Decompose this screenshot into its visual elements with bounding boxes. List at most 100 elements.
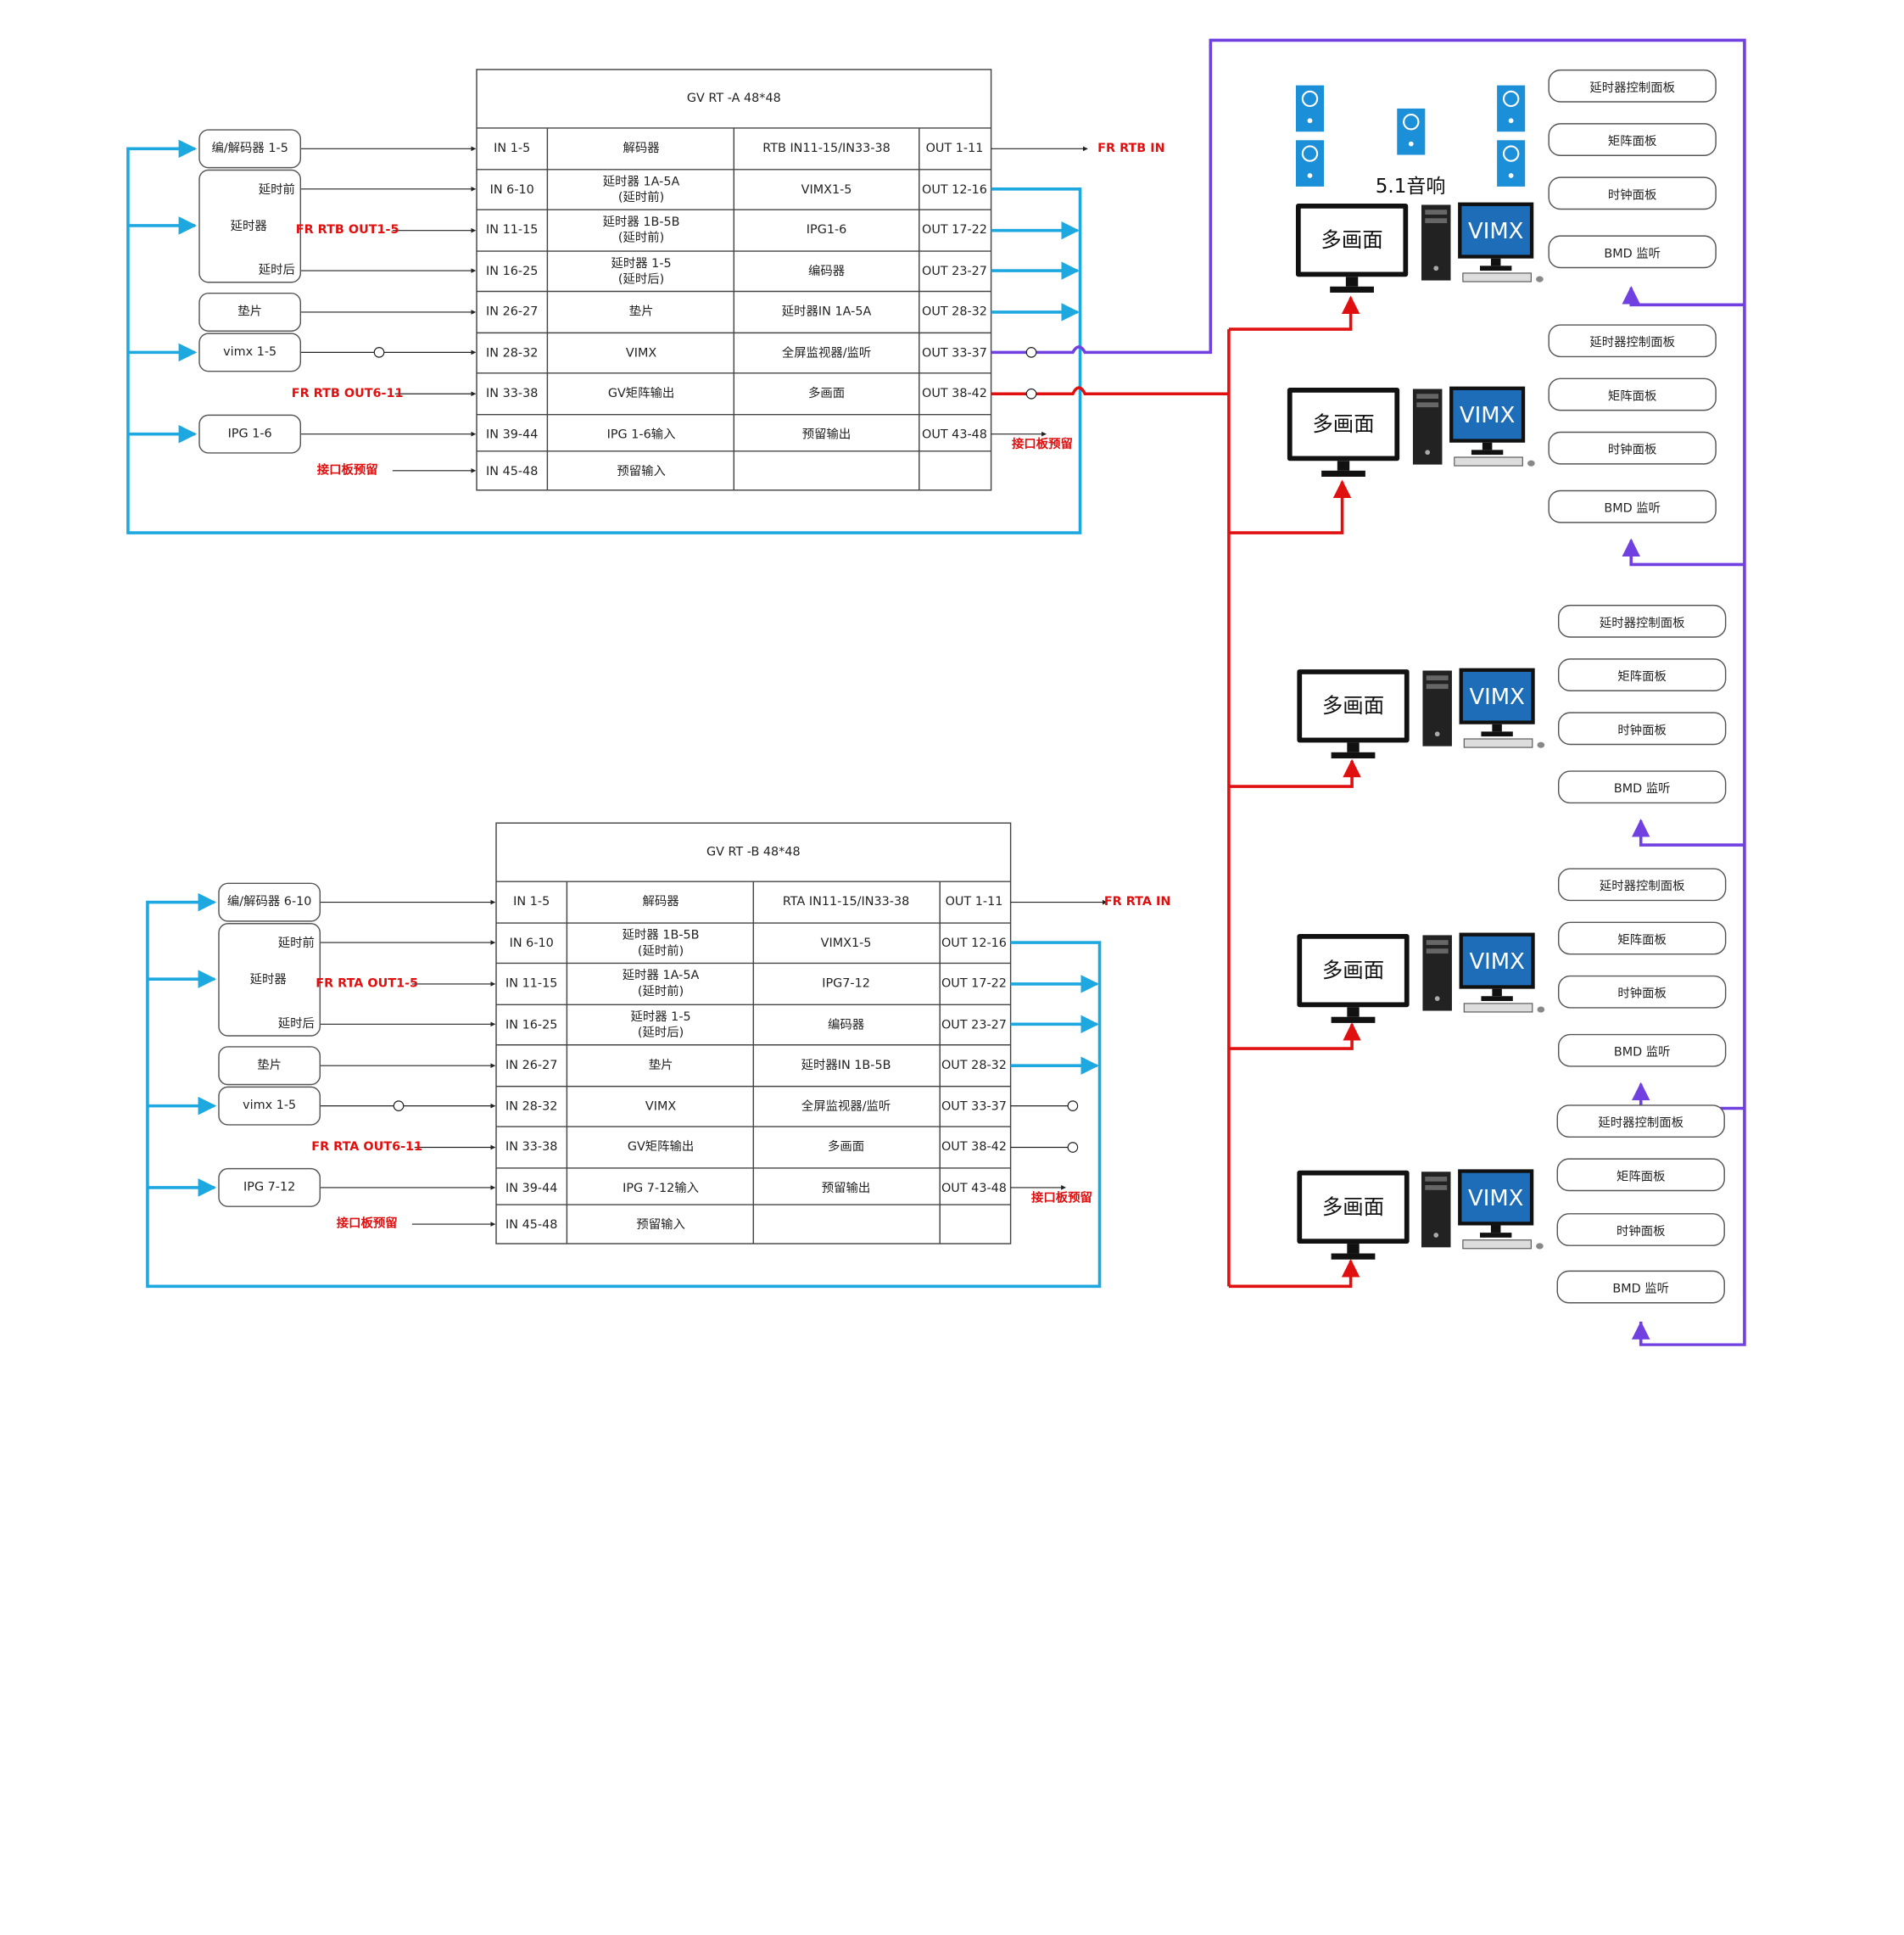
vimx-label: VIMX <box>1459 403 1516 429</box>
multiview-label: 多画面 <box>1312 412 1375 438</box>
router-b-cell-output: OUT 43-48 <box>941 1182 1007 1196</box>
delay-before-label: 延时前 <box>258 183 295 198</box>
vimx-source-label: vimx 1-5 <box>243 1099 297 1113</box>
mouse-icon <box>1537 741 1545 748</box>
router-a-cell-input: IN 16-25 <box>486 264 539 278</box>
delay-source-box <box>218 923 321 1037</box>
panel-reserved-in-label: 接口板预留 <box>336 1217 398 1231</box>
router-b-cell-in-desc: 延时器 1B-5B (延时前) <box>622 928 700 958</box>
bmd-monitor-panel: BMD 监听 <box>1557 770 1727 804</box>
ipg-source-label: IPG 1-6 <box>227 427 272 441</box>
router-a-cell-out-desc: RTB IN11-15/IN33-38 <box>762 142 891 156</box>
station-2 <box>1287 386 1535 477</box>
fr-rtb-out6-label: FR RTB OUT6-11 <box>291 387 404 401</box>
router-b-cell-in-desc: 延时器 1-5 (延时后) <box>630 1009 691 1040</box>
pad-source-label: 垫片 <box>257 1059 282 1073</box>
stations-layer <box>1287 202 1545 1260</box>
router-b-cell-in-desc: GV矩阵输出 <box>627 1140 695 1155</box>
multiview-label: 多画面 <box>1321 228 1383 254</box>
router-a-cell-in-desc: 延时器 1-5 (延时后) <box>611 256 672 287</box>
router-b-cell-input: IN 45-48 <box>505 1218 558 1233</box>
keyboard-icon <box>1463 1003 1533 1013</box>
pad-source-box <box>198 292 302 332</box>
matrix-panel: 矩阵面板 <box>1556 1158 1725 1192</box>
vimx-source-box <box>218 1086 321 1126</box>
router-a-cell-out-desc: 全屏监视器/监听 <box>781 346 872 361</box>
fr-rta-in-label: FR RTA IN <box>1103 895 1171 909</box>
bmd-monitor-panel: BMD 监听 <box>1556 1270 1725 1304</box>
panel-reserved-in-label: 接口板预留 <box>316 463 378 478</box>
delay-control-panel: 延时器控制面板 <box>1556 1105 1725 1138</box>
ipg-source-box <box>198 414 302 454</box>
vimx-label: VIMX <box>1469 685 1525 711</box>
router-a-cell-input: IN 6-10 <box>489 182 534 197</box>
delay-control-panel: 延时器控制面板 <box>1557 604 1727 638</box>
bmd-monitor-panel: BMD 监听 <box>1548 489 1717 523</box>
delay-before-label: 延时前 <box>277 937 315 951</box>
mouse-icon <box>1536 276 1544 282</box>
ipg-source-label: IPG 7-12 <box>243 1181 296 1194</box>
router-b-cell-in-desc: 垫片 <box>648 1059 673 1073</box>
speaker-icon <box>1497 85 1526 132</box>
router-b-cell-output: OUT 12-16 <box>941 936 1007 950</box>
delay-after-label: 延时后 <box>277 1017 315 1032</box>
router-a-cell-output: OUT 33-37 <box>922 346 987 361</box>
delay-after-label: 延时后 <box>258 264 295 277</box>
router-a-cell-input: IN 33-38 <box>486 387 539 401</box>
station-4 <box>1297 932 1545 1023</box>
multiview-label: 多画面 <box>1321 694 1385 719</box>
mouse-icon <box>1527 460 1535 467</box>
wiring-layer <box>126 38 1746 1346</box>
router-b-cell-out-desc: 全屏监视器/监听 <box>801 1099 891 1114</box>
router-a-cell-out-desc: 预留输出 <box>801 428 851 443</box>
router-b-cell-in-desc: VIMX <box>645 1099 677 1114</box>
router-b-cell-output: OUT 17-22 <box>941 976 1007 991</box>
speaker-array <box>1295 85 1526 187</box>
router-a-cell-out-desc: IPG1-6 <box>806 223 847 238</box>
speaker-icon <box>1397 108 1426 155</box>
matrix-panel: 矩阵面板 <box>1557 658 1727 691</box>
pad-source-box <box>218 1046 321 1086</box>
router-b-cell-input: IN 1-5 <box>513 895 550 909</box>
speaker-icon <box>1295 85 1325 132</box>
clock-panel: 时钟面板 <box>1548 176 1717 210</box>
panel-reserved-out-label: 接口板预留 <box>1031 1191 1092 1205</box>
vimx-label: VIMX <box>1468 1185 1524 1211</box>
delay-control-panel: 延时器控制面板 <box>1548 324 1717 358</box>
router-b-cell-out-desc: 预留输出 <box>821 1182 871 1196</box>
router-a-cell-in-desc: IPG 1-6输入 <box>606 428 676 443</box>
ipg-source-box <box>218 1167 321 1207</box>
keyboard-icon <box>1463 738 1533 748</box>
router-b-cell-input: IN 33-38 <box>505 1140 558 1155</box>
keyboard-icon <box>1462 272 1532 282</box>
mouse-icon <box>1536 1243 1544 1250</box>
delay-control-panel: 延时器控制面板 <box>1557 868 1727 902</box>
router-b-title: GV RT -B 48*48 <box>706 845 801 859</box>
router-a-cell-input: IN 26-27 <box>486 305 539 319</box>
codec-source-label: 编/解码器 1-5 <box>211 142 288 156</box>
router-a-cell-input: IN 28-32 <box>486 346 539 361</box>
matrix-panel: 矩阵面板 <box>1557 921 1727 955</box>
router-a-cell-in-desc: 延时器 1B-5B (延时前) <box>602 215 680 245</box>
router-a-cell-output: OUT 1-11 <box>925 142 984 156</box>
router-b-cell-out-desc: VIMX1-5 <box>820 936 872 950</box>
router-a-cell-output: OUT 23-27 <box>922 264 987 278</box>
vimx-label: VIMX <box>1469 948 1525 976</box>
keyboard-icon <box>1454 456 1523 467</box>
router-a-title: GV RT -A 48*48 <box>686 92 781 106</box>
router-b-cell-output: OUT 28-32 <box>941 1059 1007 1073</box>
router-b-cell-input: IN 28-32 <box>505 1099 558 1114</box>
router-b-cell-output: OUT 38-42 <box>941 1140 1007 1155</box>
router-b-cell-input: IN 11-15 <box>505 976 558 991</box>
fr-rta-out1-label: FR RTA OUT1-5 <box>315 976 419 991</box>
panel-reserved-out-label: 接口板预留 <box>1012 438 1073 452</box>
matrix-panel: 矩阵面板 <box>1548 123 1717 156</box>
delay-source-box <box>198 169 302 283</box>
clock-panel: 时钟面板 <box>1548 431 1717 465</box>
router-b-cell-in-desc: 解码器 <box>642 895 679 909</box>
matrix-panel: 矩阵面板 <box>1548 377 1717 411</box>
router-a-cell-output: OUT 12-16 <box>922 182 987 197</box>
delay-control-panel: 延时器控制面板 <box>1548 69 1717 103</box>
router-a-cell-input: IN 45-48 <box>486 465 539 479</box>
